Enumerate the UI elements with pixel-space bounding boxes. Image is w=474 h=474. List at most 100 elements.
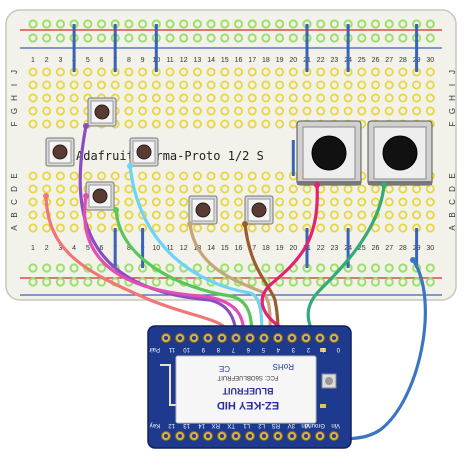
grid-hole: [83, 67, 93, 77]
grid-hole: [233, 171, 243, 181]
module-pin-top-hole: [178, 336, 182, 340]
grid-hole: [220, 210, 230, 220]
grid-hole: [124, 223, 134, 233]
grid-hole: [220, 80, 230, 90]
grid-hole: [384, 223, 394, 233]
grid-hole: [42, 80, 52, 90]
grid-hole: [384, 93, 394, 103]
rail-hole: [179, 19, 189, 29]
rail-hole: [398, 19, 408, 29]
grid-hole: [425, 67, 435, 77]
column-number-top: 5: [86, 57, 90, 64]
module-pin-bottom-hole: [220, 434, 224, 438]
button-big-1-plunger: [311, 135, 347, 171]
grid-hole: [28, 106, 38, 116]
grid-hole: [28, 119, 38, 129]
grid-hole: [261, 171, 271, 181]
row-letter: H: [10, 95, 19, 101]
grid-hole: [343, 210, 353, 220]
grid-hole: [42, 93, 52, 103]
wire-end-7: [242, 221, 248, 227]
rail-hole: [42, 263, 52, 273]
rail-hole: [384, 33, 394, 43]
grid-hole: [28, 67, 38, 77]
grid-hole: [28, 210, 38, 220]
button-5: [188, 195, 218, 225]
grid-hole: [206, 119, 216, 129]
grid-hole: [28, 171, 38, 181]
column-number-bottom: 6: [100, 245, 104, 252]
column-number-top: 15: [221, 57, 229, 64]
module-pin-top-hole: [220, 336, 224, 340]
grid-hole: [288, 210, 298, 220]
wire-end-1: [43, 193, 49, 199]
grid-hole: [343, 106, 353, 116]
top-pin-label: 7: [231, 346, 235, 352]
grid-hole: [357, 80, 367, 90]
grid-hole: [124, 197, 134, 207]
wire-end-3: [83, 193, 89, 199]
grid-hole: [288, 223, 298, 233]
rail-hole: [42, 19, 52, 29]
grid-hole: [370, 80, 380, 90]
grid-hole: [370, 67, 380, 77]
rail-hole: [28, 263, 38, 273]
rail-hole: [288, 277, 298, 287]
bottom-pin-label: 12: [168, 422, 175, 428]
grid-hole: [261, 119, 271, 129]
grid-hole: [302, 93, 312, 103]
module-pin-bottom-hole: [192, 434, 196, 438]
grid-hole: [206, 67, 216, 77]
grid-hole: [55, 184, 65, 194]
grid-hole: [97, 171, 107, 181]
grid-hole: [55, 67, 65, 77]
grid-hole: [138, 93, 148, 103]
grid-hole: [398, 106, 408, 116]
button-2-plunger: [52, 144, 68, 160]
grid-hole: [192, 67, 202, 77]
grid-hole: [138, 171, 148, 181]
grid-hole: [233, 223, 243, 233]
rail-hole: [261, 19, 271, 29]
grid-hole: [370, 197, 380, 207]
chip-fcc-text: FCC: S6OBLUEFRUIT: [217, 374, 278, 380]
top-pin-label: 3: [291, 346, 295, 352]
ez-key-module: EZ-KEY HID BLUEFRUIT FCC: S6OBLUEFRUIT R…: [147, 325, 352, 449]
column-number-bottom: 19: [276, 245, 284, 252]
grid-hole: [316, 80, 326, 90]
grid-hole: [233, 184, 243, 194]
grid-hole: [316, 93, 326, 103]
rail-hole: [302, 277, 312, 287]
rail-hole: [316, 19, 326, 29]
grid-hole: [69, 171, 79, 181]
grid-hole: [83, 80, 93, 90]
grid-hole: [316, 67, 326, 77]
rail-hole: [83, 33, 93, 43]
rail-hole: [28, 33, 38, 43]
column-number-top: 25: [358, 57, 366, 64]
grid-hole: [220, 67, 230, 77]
grid-hole: [165, 119, 175, 129]
rail-hole: [55, 19, 66, 29]
rail-hole: [275, 263, 285, 273]
grid-hole: [192, 119, 202, 129]
grid-hole: [151, 119, 161, 129]
grid-hole: [220, 184, 230, 194]
module-pin-bottom-hole: [234, 434, 238, 438]
rail-hole: [425, 263, 435, 273]
grid-hole: [28, 93, 38, 103]
grid-hole: [247, 93, 257, 103]
column-number-top: 20: [289, 57, 297, 64]
column-number-bottom: 17: [248, 245, 256, 252]
grid-hole: [425, 223, 435, 233]
rail-hole: [370, 33, 381, 43]
grid-hole: [425, 197, 435, 207]
bottom-pin-label: L2: [258, 422, 265, 428]
row-letter: D: [448, 186, 457, 192]
column-number-bottom: 16: [235, 245, 243, 252]
grid-hole: [179, 184, 189, 194]
grid-hole: [233, 80, 243, 90]
grid-hole: [83, 171, 93, 181]
grid-hole: [329, 80, 339, 90]
